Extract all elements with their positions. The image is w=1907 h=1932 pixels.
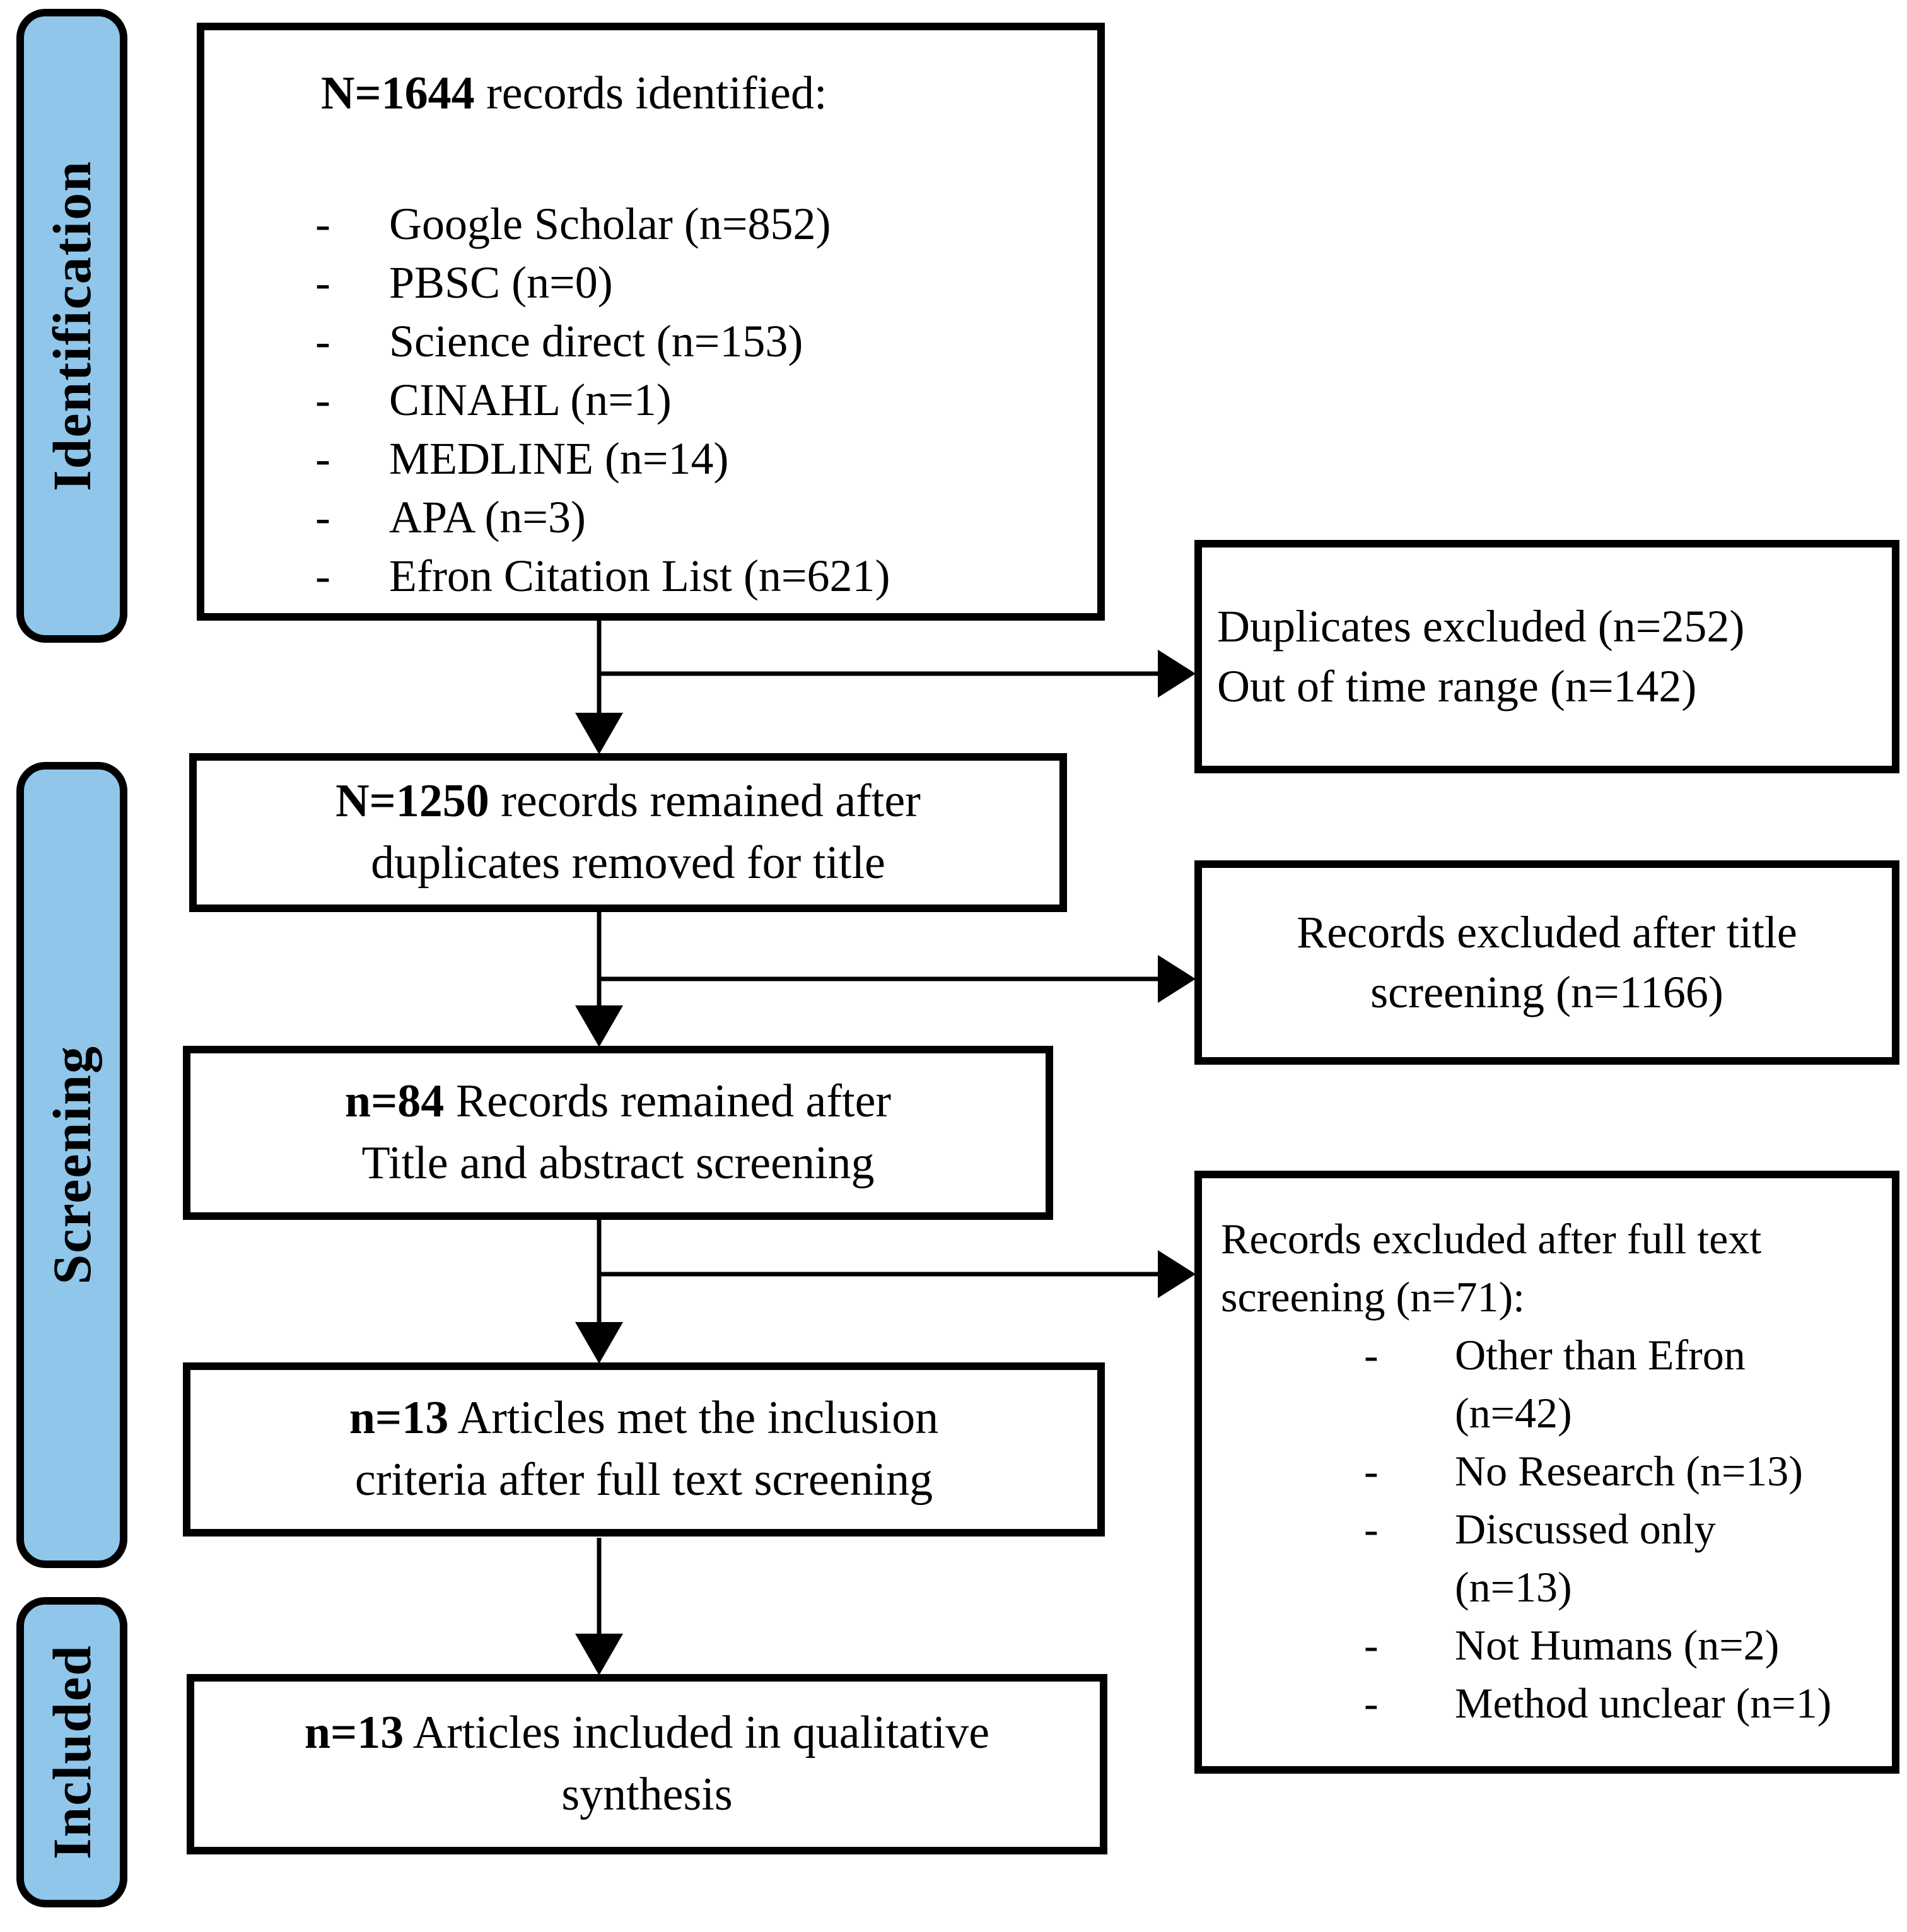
duplicates-excluded-lines: Duplicates excluded (n=252) Out of time r…: [1217, 597, 1892, 717]
arrow-branch-fulltext-head: [1158, 1250, 1196, 1298]
after-duplicates-box: N=1250 records remained after duplicates…: [189, 753, 1067, 912]
after-duplicates-line1: N=1250 records remained after: [335, 771, 921, 833]
duplicates-excluded-box: Duplicates excluded (n=252) Out of time r…: [1194, 540, 1899, 773]
included-qualitative-line2: synthesis: [561, 1769, 733, 1820]
fulltext-excluded-box: Records excluded after full text screeni…: [1194, 1171, 1899, 1774]
list-item: APA (n=3): [204, 488, 1097, 547]
met-inclusion-line2: criteria after full text screening: [354, 1454, 933, 1506]
list-item: Out of time range (n=142): [1217, 661, 1697, 711]
list-item: Duplicates excluded (n=252): [1217, 601, 1745, 652]
fulltext-excluded-header: Records excluded after full text screeni…: [1221, 1210, 1886, 1326]
after-title-abstract-line1: n=84 Records remained after: [345, 1071, 891, 1133]
list-item: No Research (n=13): [1221, 1442, 1886, 1500]
stage-identification-label: Identification: [42, 160, 102, 491]
stage-included-label: Included: [42, 1644, 102, 1860]
included-qualitative-line1: n=13 Articles included in qualitative: [305, 1702, 989, 1764]
included-qualitative-text1: Articles included in qualitative: [404, 1707, 990, 1759]
arrow-duplicates-to-title-head: [575, 1005, 623, 1047]
met-inclusion-box: n=13 Articles met the inclusion criteria…: [183, 1362, 1105, 1537]
stage-identification: Identification: [16, 9, 127, 643]
after-title-abstract-text1: Records remained after: [444, 1075, 892, 1128]
list-item: Science direct (n=153): [204, 312, 1097, 371]
after-duplicates-line2: duplicates removed for title: [371, 837, 885, 889]
title-screening-excluded-box: Records excluded after title screening (n…: [1194, 860, 1899, 1065]
stage-screening: Screening: [16, 762, 127, 1568]
list-item: MEDLINE (n=14): [204, 430, 1097, 488]
met-inclusion-line1: n=13 Articles met the inclusion: [349, 1388, 938, 1449]
list-item: Google Scholar (n=852): [204, 195, 1097, 254]
after-title-abstract-box: n=84 Records remained after Title and ab…: [183, 1046, 1053, 1220]
list-item: Efron Citation List (n=621): [204, 547, 1097, 606]
fulltext-excluded-header-line2: screening (n=71):: [1221, 1273, 1525, 1321]
arrow-title-to-inclusion-head: [575, 1322, 623, 1364]
stage-included: Included: [16, 1597, 127, 1907]
arrow-identified-to-duplicates-head: [575, 713, 623, 754]
list-item: Discussed only(n=13): [1221, 1500, 1886, 1616]
list-item: Method unclear (n=1): [1221, 1674, 1886, 1732]
title-screening-excluded-lines: Records excluded after title screening (n…: [1297, 903, 1797, 1022]
after-duplicates-count: N=1250: [335, 775, 489, 828]
records-identified-box: N=1644 records identified: Google Schola…: [197, 23, 1105, 621]
met-inclusion-count: n=13: [349, 1392, 449, 1444]
included-qualitative-box: n=13 Articles included in qualitative sy…: [187, 1674, 1107, 1854]
records-identified-text: records identified:: [474, 67, 827, 119]
list-item: Records excluded after title: [1297, 907, 1797, 957]
records-identified-sources: Google Scholar (n=852)PBSC (n=0)Science …: [204, 195, 1097, 606]
list-item: PBSC (n=0): [204, 254, 1097, 312]
arrow-branch-title-head: [1158, 955, 1196, 1003]
list-item: screening (n=1166): [1370, 967, 1723, 1017]
records-identified-heading: N=1644 records identified:: [321, 67, 1097, 120]
arrow-branch-duplicates-head: [1158, 650, 1196, 698]
after-duplicates-text1: records remained after: [489, 775, 921, 828]
records-identified-count: N=1644: [321, 67, 475, 119]
list-item: CINAHL (n=1): [204, 371, 1097, 430]
list-item: Not Humans (n=2): [1221, 1616, 1886, 1674]
arrow-inclusion-to-included-head: [575, 1634, 623, 1675]
after-title-abstract-line2: Title and abstract screening: [361, 1137, 875, 1189]
list-item: Other than Efron(n=42): [1221, 1326, 1886, 1442]
included-qualitative-count: n=13: [304, 1707, 404, 1759]
fulltext-excluded-reasons: Other than Efron(n=42)No Research (n=13)…: [1221, 1326, 1886, 1732]
fulltext-excluded-header-line1: Records excluded after full text: [1221, 1215, 1762, 1263]
after-title-abstract-count: n=84: [344, 1075, 445, 1128]
met-inclusion-text1: Articles met the inclusion: [448, 1392, 939, 1444]
stage-screening-label: Screening: [42, 1045, 102, 1285]
